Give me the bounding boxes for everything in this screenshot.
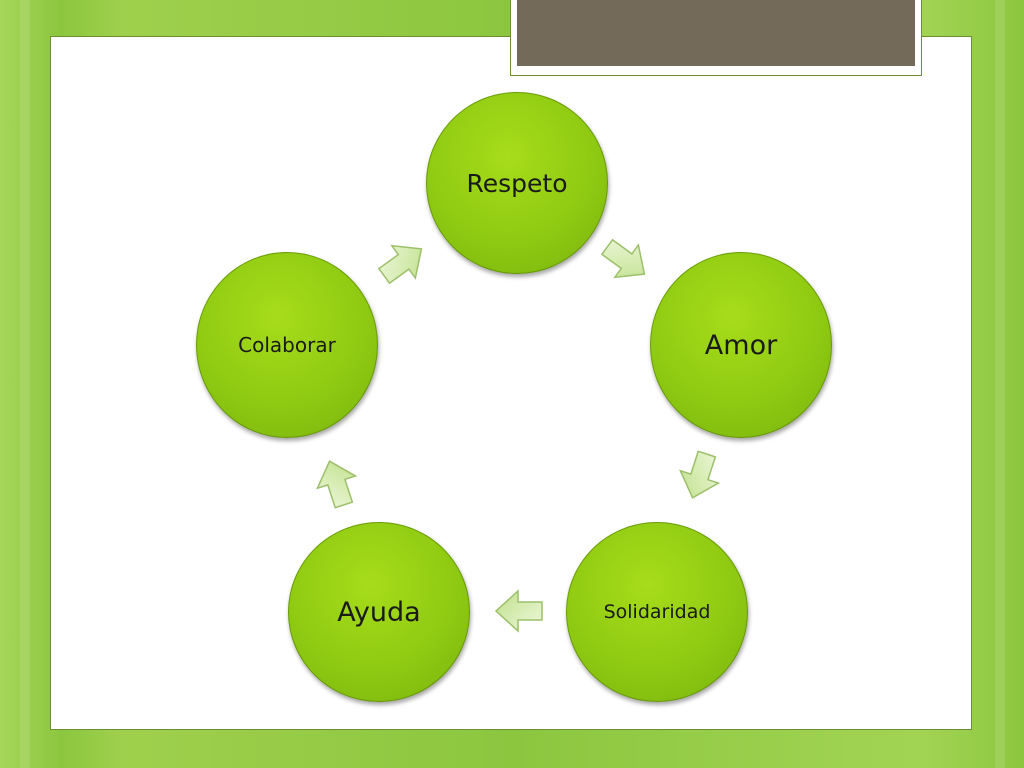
title-bar <box>517 0 915 66</box>
cycle-node-colaborar: Colaborar <box>196 252 378 438</box>
node-label: Ayuda <box>337 596 421 628</box>
arrow-solidaridad-to-ayuda <box>495 590 543 632</box>
node-label: Amor <box>704 329 778 361</box>
arrow-respeto-to-amor <box>594 230 657 292</box>
arrow-ayuda-to-colaborar <box>309 454 364 512</box>
arrow-amor-to-solidaridad <box>672 447 727 505</box>
cycle-node-ayuda: Ayuda <box>288 522 470 702</box>
node-label: Respeto <box>466 168 568 198</box>
arrow-colaborar-to-respeto <box>371 231 434 293</box>
node-label: Colaborar <box>238 333 336 357</box>
node-label: Solidaridad <box>603 601 711 623</box>
cycle-node-respeto: Respeto <box>426 92 608 274</box>
cycle-node-solidaridad: Solidaridad <box>566 522 748 702</box>
cycle-node-amor: Amor <box>650 252 832 438</box>
